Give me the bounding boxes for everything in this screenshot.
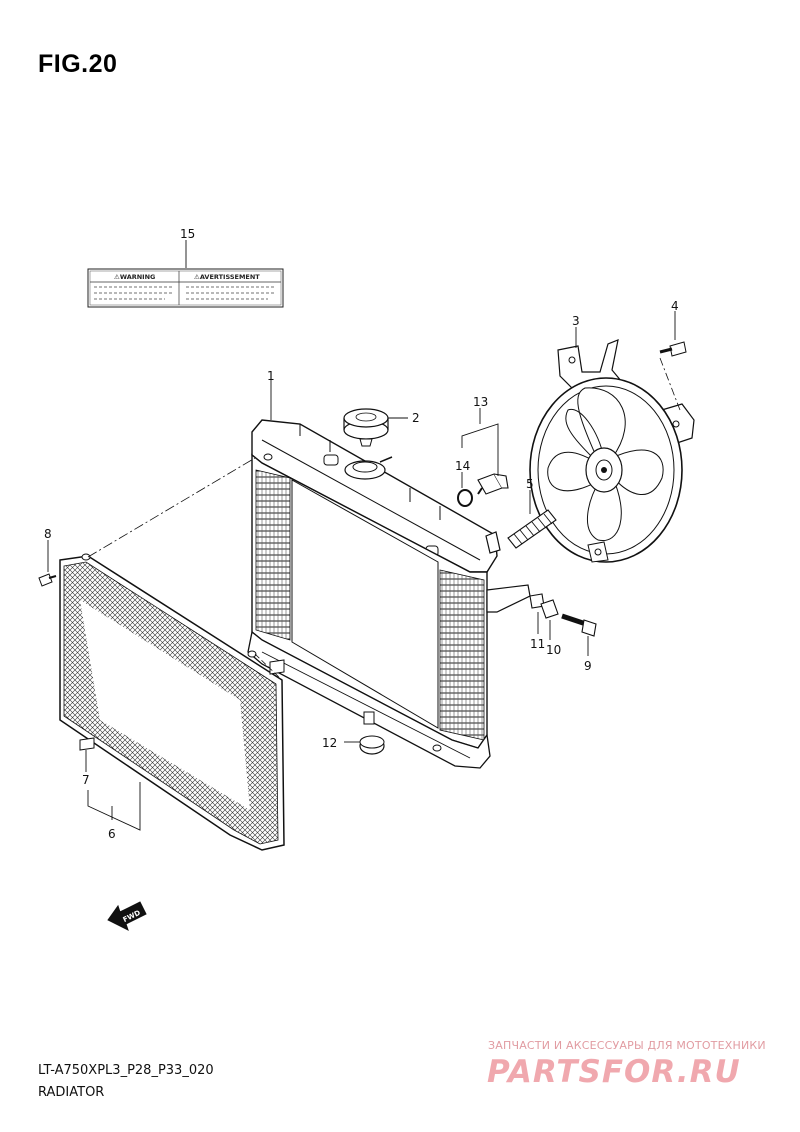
- warning-label-right-text: ⚠AVERTISSEMENT: [194, 273, 260, 281]
- watermark-site: PARTSFOR.RU: [487, 1054, 741, 1090]
- bolt-9: [561, 613, 597, 637]
- figure-title: FIG.20: [38, 50, 118, 78]
- bolt-8: [38, 573, 57, 587]
- model-code: LT-A750XPL3_P28_P33_020: [38, 1063, 214, 1078]
- grommet-12: [359, 735, 385, 755]
- callout-4: 4: [671, 299, 679, 313]
- callout-5: 5: [526, 477, 534, 491]
- callout-14: 14: [455, 459, 470, 473]
- callout-6: 6: [108, 827, 116, 841]
- callout-10: 10: [546, 643, 561, 657]
- callout-13: 13: [473, 395, 488, 409]
- watermark-tagline: ЗАПЧАСТИ И АКСЕССУАРЫ ДЛЯ МОТОТЕХНИКИ: [488, 1039, 766, 1052]
- coolant-hose: [507, 509, 557, 549]
- radiator-cap: [343, 408, 389, 447]
- o-ring: [457, 489, 473, 507]
- callout-leaders: [47, 240, 676, 831]
- radiator-core: [247, 419, 531, 769]
- thermo-switch: [477, 473, 509, 495]
- callout-3: 3: [572, 314, 580, 328]
- callout-12: 12: [322, 736, 337, 750]
- warning-label: ⚠WARNING ⚠AVERTISSEMENT: [87, 268, 284, 308]
- section-name: RADIATOR: [38, 1085, 105, 1100]
- warning-label-left-text: ⚠WARNING: [114, 273, 155, 281]
- grommet: [540, 599, 559, 619]
- callout-2: 2: [412, 411, 420, 425]
- callout-8: 8: [44, 527, 52, 541]
- callout-1: 1: [267, 369, 275, 383]
- callout-9: 9: [584, 659, 592, 673]
- callout-numbers: 15 1 2 3 4 13 14 5 8 7 6 11 10 9 12: [44, 227, 679, 841]
- cooling-fan-assembly: [529, 339, 695, 563]
- radiator-shroud: [59, 457, 285, 851]
- bolt-4: [659, 341, 687, 357]
- callout-11: 11: [530, 637, 545, 651]
- callout-7: 7: [82, 773, 90, 787]
- callout-15: 15: [180, 227, 195, 241]
- fwd-arrow-icon: FWD: [107, 901, 147, 931]
